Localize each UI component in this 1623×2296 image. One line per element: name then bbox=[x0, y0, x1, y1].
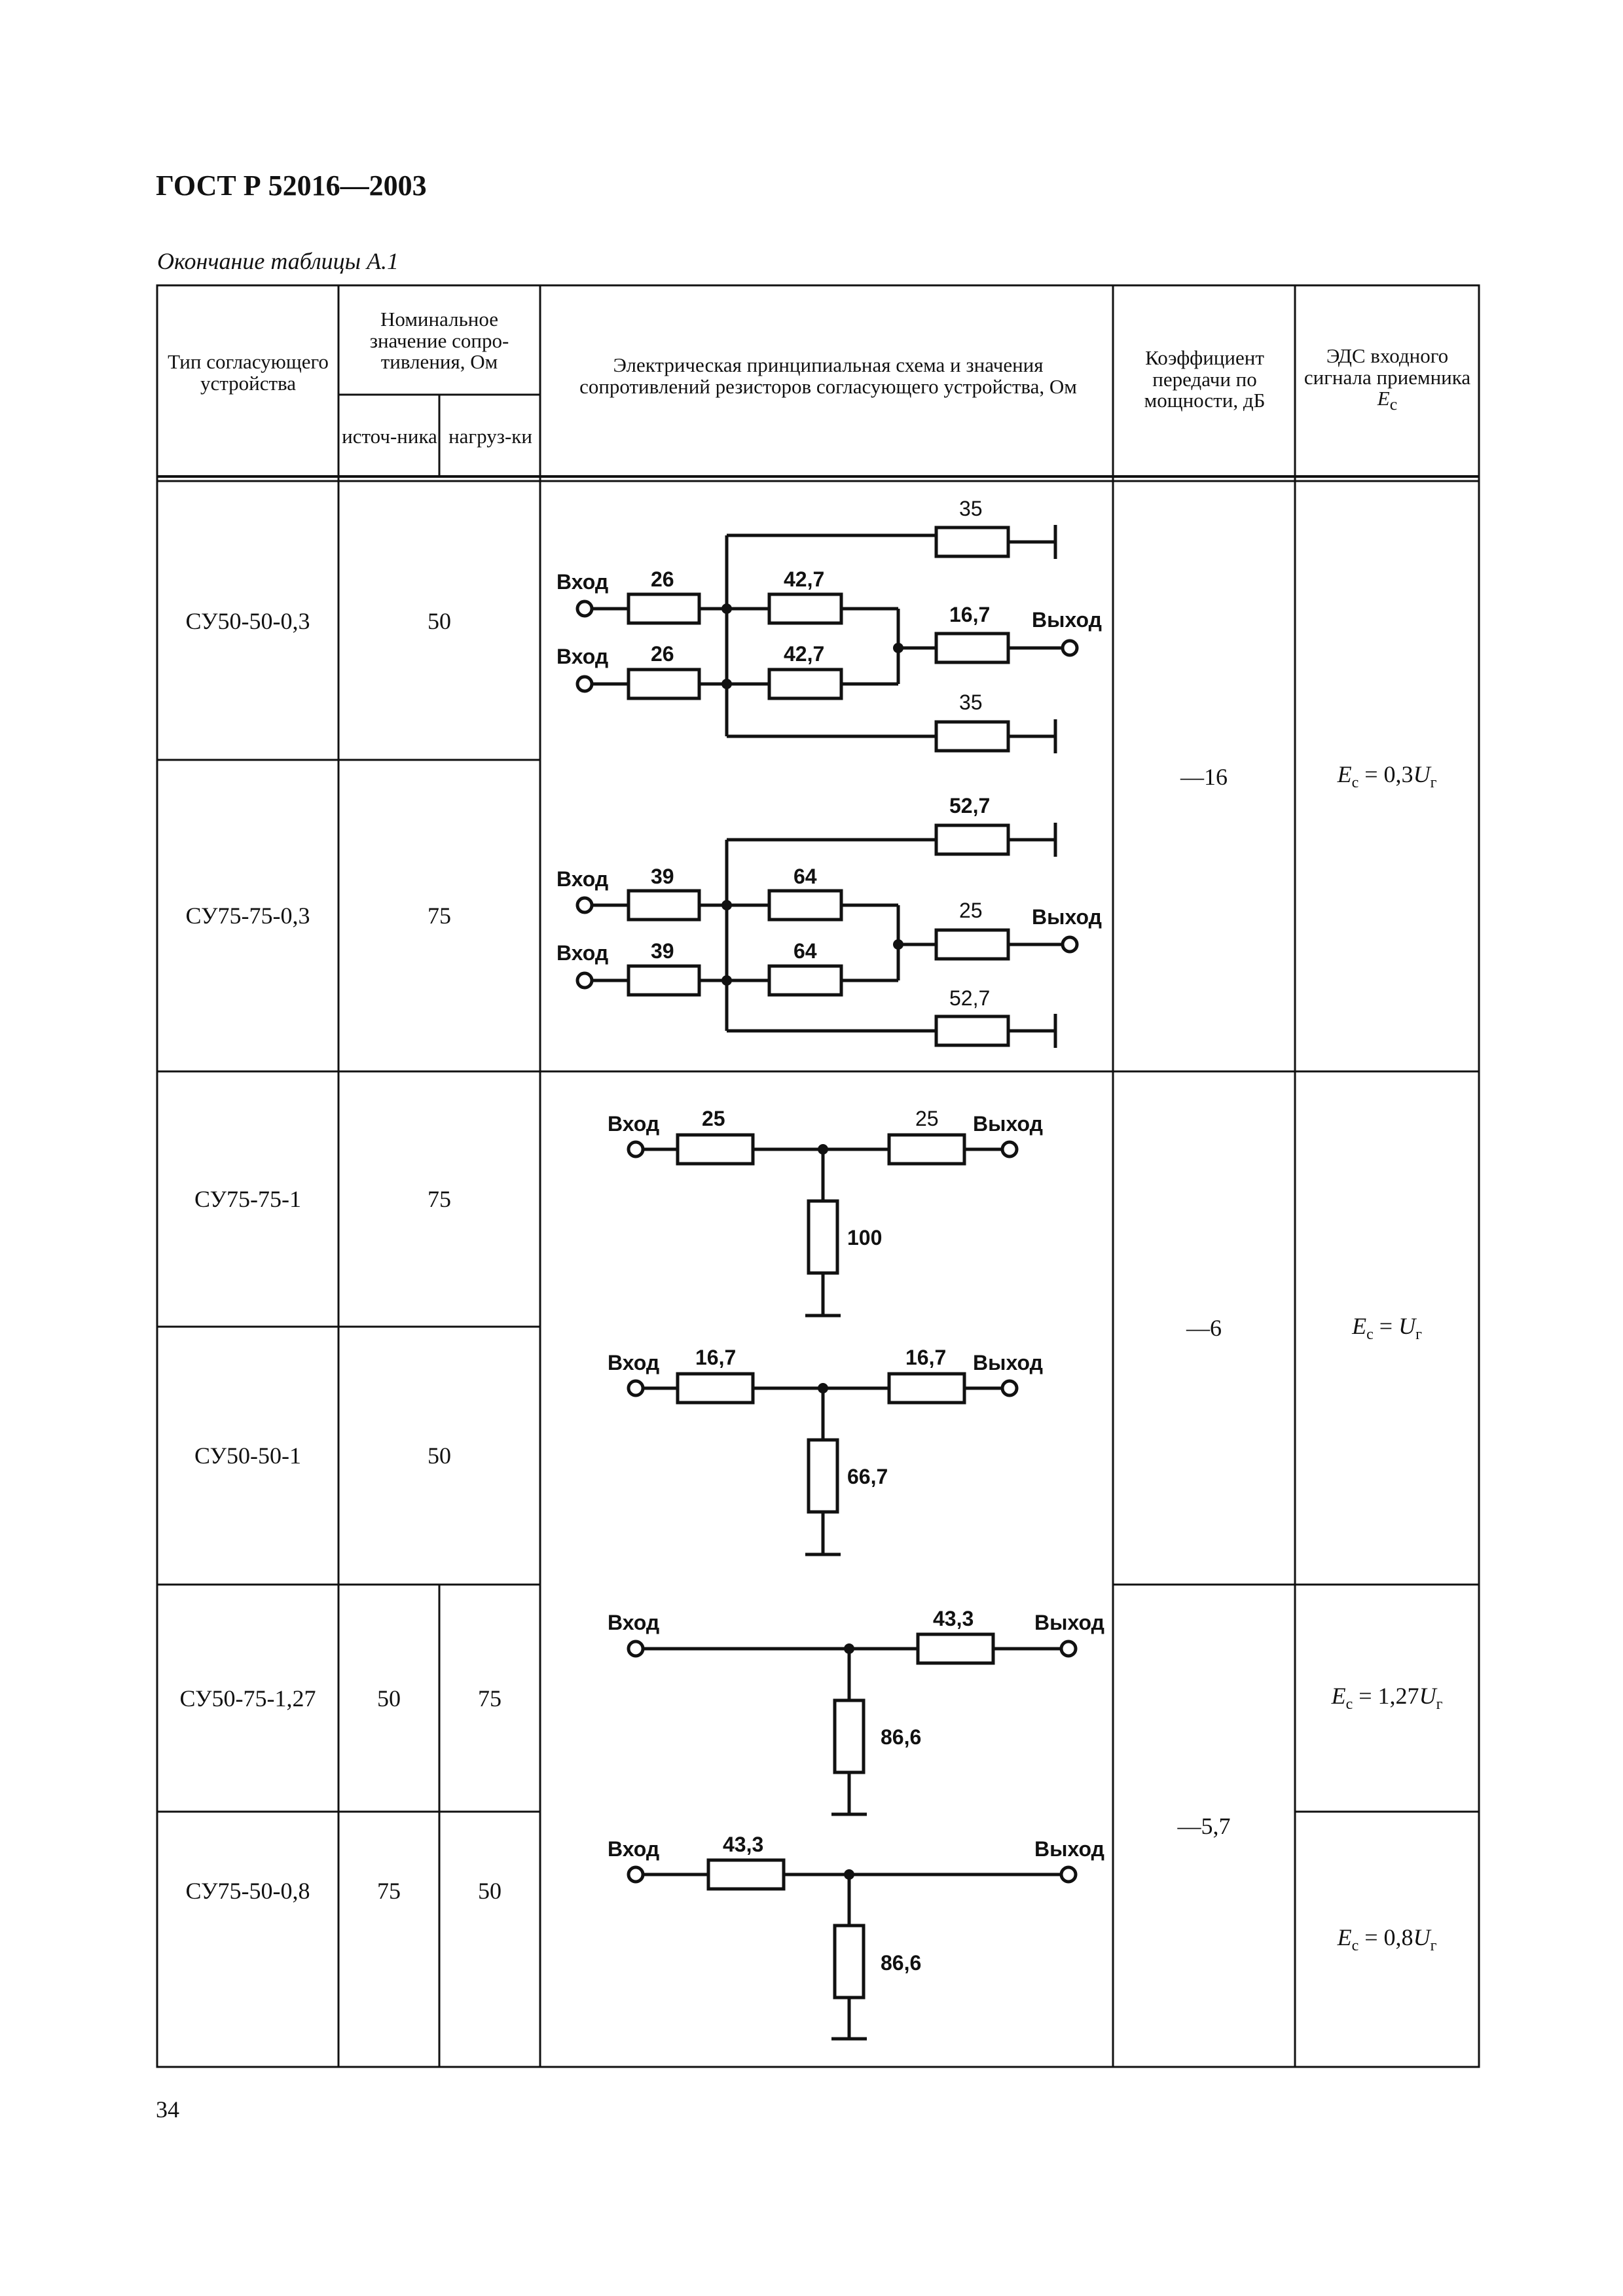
circuit-su50-50-03 bbox=[593, 525, 1062, 753]
table-caption: Окончание таблицы А.1 bbox=[157, 248, 399, 274]
circuit-output-label: Выход bbox=[973, 1112, 1043, 1136]
resistor-value: 86,6 bbox=[881, 1725, 921, 1749]
header-type: Тип согласующего устройства bbox=[168, 350, 329, 395]
header-nominal: Номинальное значение сопро-тивления, Ом bbox=[369, 308, 509, 374]
resistor-value: 100 bbox=[847, 1226, 882, 1249]
coefficient-value: —5,7 bbox=[1177, 1812, 1231, 1839]
resistor-value: 86,6 bbox=[881, 1951, 921, 1975]
resistor-value: 35 bbox=[959, 691, 983, 714]
resistor-value: 25 bbox=[915, 1107, 939, 1130]
circuit-input-label: Вход bbox=[608, 1837, 659, 1861]
circuit-input-label: Вход bbox=[608, 1611, 659, 1634]
header-source: источ-ника bbox=[342, 424, 437, 448]
emf-formula: Eс = 0,3Uг bbox=[1337, 761, 1437, 792]
resistor-value: 16,7 bbox=[695, 1346, 736, 1369]
resistor-value: 16,7 bbox=[905, 1346, 946, 1369]
header-coefficient: Коэффициент передачи по мощности, дБ bbox=[1144, 346, 1266, 412]
resistor-value: 43,3 bbox=[933, 1607, 974, 1630]
table-row-type: СУ50-75-1,27 bbox=[179, 1685, 316, 1712]
header-emf: ЭДС входного сигнала приемника Eс bbox=[1300, 331, 1475, 429]
resistor-value: 26 bbox=[651, 642, 674, 666]
circuit-input-label: Вход bbox=[608, 1351, 659, 1374]
resistor-value: 16,7 bbox=[949, 603, 990, 626]
table-row-type: СУ50-50-0,3 bbox=[185, 607, 310, 634]
table-row-type: СУ75-50-0,8 bbox=[185, 1878, 310, 1904]
circuit-output-label: Выход bbox=[1032, 905, 1102, 929]
resistor-value: 52,7 bbox=[949, 794, 990, 817]
source-value: 75 bbox=[377, 1878, 401, 1904]
circuit-output-label: Выход bbox=[1032, 608, 1102, 632]
resistor-value: 26 bbox=[651, 567, 674, 591]
resistor-value: 39 bbox=[651, 865, 674, 888]
resistor-value: 52,7 bbox=[949, 986, 990, 1010]
resistor-value: 35 bbox=[959, 497, 983, 520]
resistor-value: 43,3 bbox=[723, 1833, 763, 1856]
circuit-output-label: Выход bbox=[973, 1351, 1043, 1374]
source-value: 50 bbox=[377, 1685, 401, 1712]
resistor-value: 66,7 bbox=[847, 1465, 888, 1488]
circuit-su50-75-127 bbox=[644, 1632, 1061, 1816]
resistor-value: 64 bbox=[793, 939, 817, 963]
nominal-value: 50 bbox=[428, 607, 451, 634]
nominal-value: 75 bbox=[428, 903, 451, 929]
resistor-value: 64 bbox=[793, 865, 817, 888]
header-emf-text: ЭДС входного сигнала приемника bbox=[1304, 344, 1471, 389]
emf-formula: Eс = 1,27Uг bbox=[1331, 1683, 1443, 1713]
load-value: 75 bbox=[478, 1685, 501, 1712]
header-emf-symbol: Eс bbox=[1377, 387, 1398, 414]
circuit-su75-75-03 bbox=[593, 823, 1062, 1048]
load-value: 50 bbox=[478, 1878, 501, 1904]
circuit-input-label: Вход bbox=[556, 941, 608, 965]
emf-formula: Eс = Uг bbox=[1352, 1312, 1422, 1344]
table-row-type: СУ50-50-1 bbox=[194, 1443, 301, 1469]
resistor-value: 42,7 bbox=[784, 567, 824, 591]
table-row-type: СУ75-75-1 bbox=[194, 1186, 301, 1212]
circuit-su75-75-1 bbox=[644, 1133, 1002, 1318]
resistor-value: 39 bbox=[651, 939, 674, 963]
circuit-input-label: Вход bbox=[556, 570, 608, 594]
nominal-value: 75 bbox=[428, 1186, 451, 1212]
circuit-input-label: Вход bbox=[608, 1112, 659, 1136]
header-load: нагруз-ки bbox=[448, 424, 532, 448]
circuit-su50-50-1 bbox=[644, 1372, 1002, 1556]
circuit-su75-50-08 bbox=[644, 1858, 1061, 2041]
coefficient-value: —6 bbox=[1186, 1315, 1222, 1341]
header-scheme: Электрическая принципиальная схема и зна… bbox=[579, 353, 1077, 398]
circuit-output-label: Выход bbox=[1034, 1837, 1104, 1861]
circuit-output-label: Выход bbox=[1034, 1611, 1104, 1634]
circuit-input-label: Вход bbox=[556, 645, 608, 668]
resistor-value: 25 bbox=[959, 899, 983, 922]
nominal-value: 50 bbox=[428, 1443, 451, 1469]
page-number: 34 bbox=[156, 2096, 179, 2123]
document-header: ГОСТ Р 52016—2003 bbox=[156, 170, 427, 202]
resistor-value: 25 bbox=[702, 1107, 725, 1130]
coefficient-value: —16 bbox=[1180, 763, 1228, 790]
resistor-value: 42,7 bbox=[784, 642, 824, 666]
table-row-type: СУ75-75-0,3 bbox=[185, 903, 310, 929]
emf-formula: Eс = 0,8Uг bbox=[1337, 1924, 1437, 1955]
circuit-input-label: Вход bbox=[556, 867, 608, 891]
